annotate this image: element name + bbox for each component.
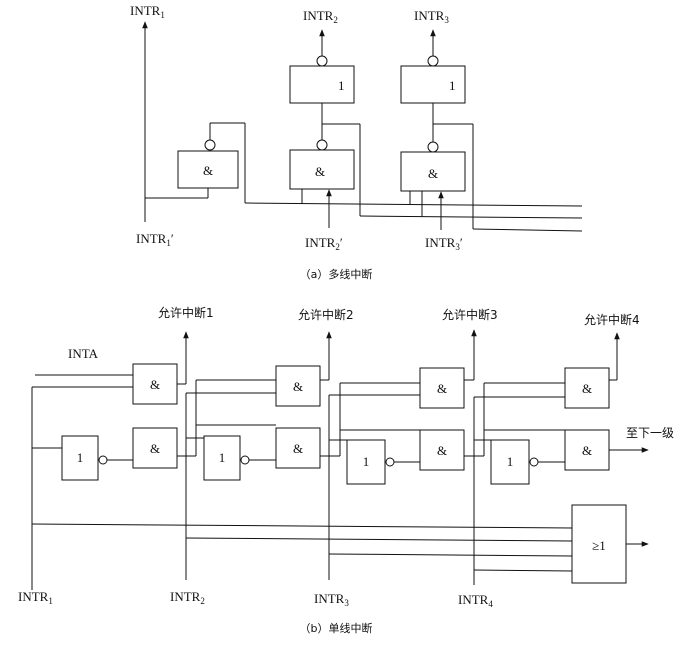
- inverting-bubble-a2-not: [316, 55, 328, 67]
- not-gate-b2: [203, 435, 241, 481]
- next-stage-label: 至下一级: [626, 426, 674, 440]
- inverting-bubble-a3-and: [427, 141, 439, 153]
- intr3-output-label: INTR3: [414, 8, 449, 25]
- inverting-bubble-a2-and: [316, 139, 328, 151]
- inverting-bubble-a1: [204, 139, 216, 151]
- and-gate-b1-lower: [132, 427, 178, 469]
- intr3-input-label: INTR3′: [425, 235, 463, 252]
- bus-line-1: [244, 202, 583, 207]
- intr1-to-or: [31, 523, 573, 529]
- intr2-to-or: [185, 537, 573, 542]
- not-gate-b4: [490, 439, 530, 485]
- enable-label-3: 允许中断3: [442, 307, 498, 322]
- intr3-b-label: INTR3: [314, 591, 349, 608]
- not-gate-a2: [289, 65, 355, 104]
- not-symbol-b3: 1: [363, 454, 370, 469]
- and-symbol-a2: &: [315, 164, 325, 179]
- bus-line-2: [359, 215, 583, 219]
- and-gate-b1-upper: [132, 363, 178, 405]
- intr4-b-label: INTR4: [458, 592, 493, 609]
- not-symbol-a2: 1: [338, 78, 345, 93]
- intr1-input-label: INTR1′: [136, 231, 174, 248]
- and-symbol-b1-lower: &: [150, 441, 160, 456]
- and-gate-a3: [400, 151, 466, 192]
- intr3-to-or: [328, 553, 573, 557]
- not-gate-b3: [346, 439, 386, 485]
- and-symbol-b4-lower: &: [582, 443, 592, 458]
- inverting-bubble-b2: [240, 455, 250, 465]
- not-gate-b1: [61, 435, 99, 481]
- part-a-multi-line: INTR1 & INTR2 1 & INTR2′ INTR3 1: [130, 3, 583, 281]
- intr2-b-label: INTR2: [170, 589, 205, 606]
- not-symbol-b1: 1: [77, 450, 84, 465]
- intr2-output-label: INTR2: [303, 8, 338, 25]
- or-gate: [571, 504, 627, 584]
- enable-label-4: 允许中断4: [584, 312, 640, 327]
- and-symbol-a1: &: [203, 163, 213, 178]
- caption-b: （b）单线中断: [300, 621, 373, 635]
- and-symbol-a3: &: [428, 166, 438, 181]
- and-gate-b4-lower: [564, 429, 610, 471]
- caption-a: （a）多线中断: [300, 267, 373, 281]
- and-symbol-b2-upper: &: [293, 379, 303, 394]
- and-gate-b3-upper: [419, 367, 465, 409]
- enable-label-1: 允许中断1: [158, 305, 214, 320]
- and-gate-b3-lower: [419, 429, 465, 471]
- inverting-bubble-b4: [529, 457, 539, 467]
- or-symbol: ≥1: [592, 538, 606, 553]
- not-symbol-b4: 1: [507, 454, 514, 469]
- and-symbol-b3-lower: &: [437, 443, 447, 458]
- and-gate-b2-upper: [275, 365, 321, 407]
- and-gate-b2-lower: [275, 427, 321, 469]
- and-gate-a2: [289, 149, 355, 190]
- and-symbol-b1-upper: &: [150, 377, 160, 392]
- not-symbol-a3: 1: [449, 78, 456, 93]
- not-symbol-b2: 1: [219, 450, 226, 465]
- inverting-bubble-b1: [98, 455, 108, 465]
- enable-label-2: 允许中断2: [298, 307, 354, 322]
- intr4-to-or: [473, 569, 573, 572]
- intr2-input-label: INTR2′: [305, 235, 343, 252]
- and-symbol-b4-upper: &: [582, 381, 592, 396]
- and-gate-b4-upper: [564, 367, 610, 409]
- inta-label: INTA: [68, 346, 99, 361]
- inverting-bubble-a3-not: [427, 55, 439, 67]
- bus-line-3: [472, 228, 583, 232]
- and-symbol-b2-lower: &: [293, 441, 303, 456]
- and-symbol-b3-upper: &: [437, 381, 447, 396]
- intr1-output-label: INTR1: [130, 3, 165, 20]
- intr1-b-label: INTR1: [18, 589, 53, 606]
- part-b-single-line: INTA INTR1 & 允许中断1 1 & INTR2 & 允许中断2: [18, 305, 674, 635]
- inverting-bubble-b3: [385, 457, 395, 467]
